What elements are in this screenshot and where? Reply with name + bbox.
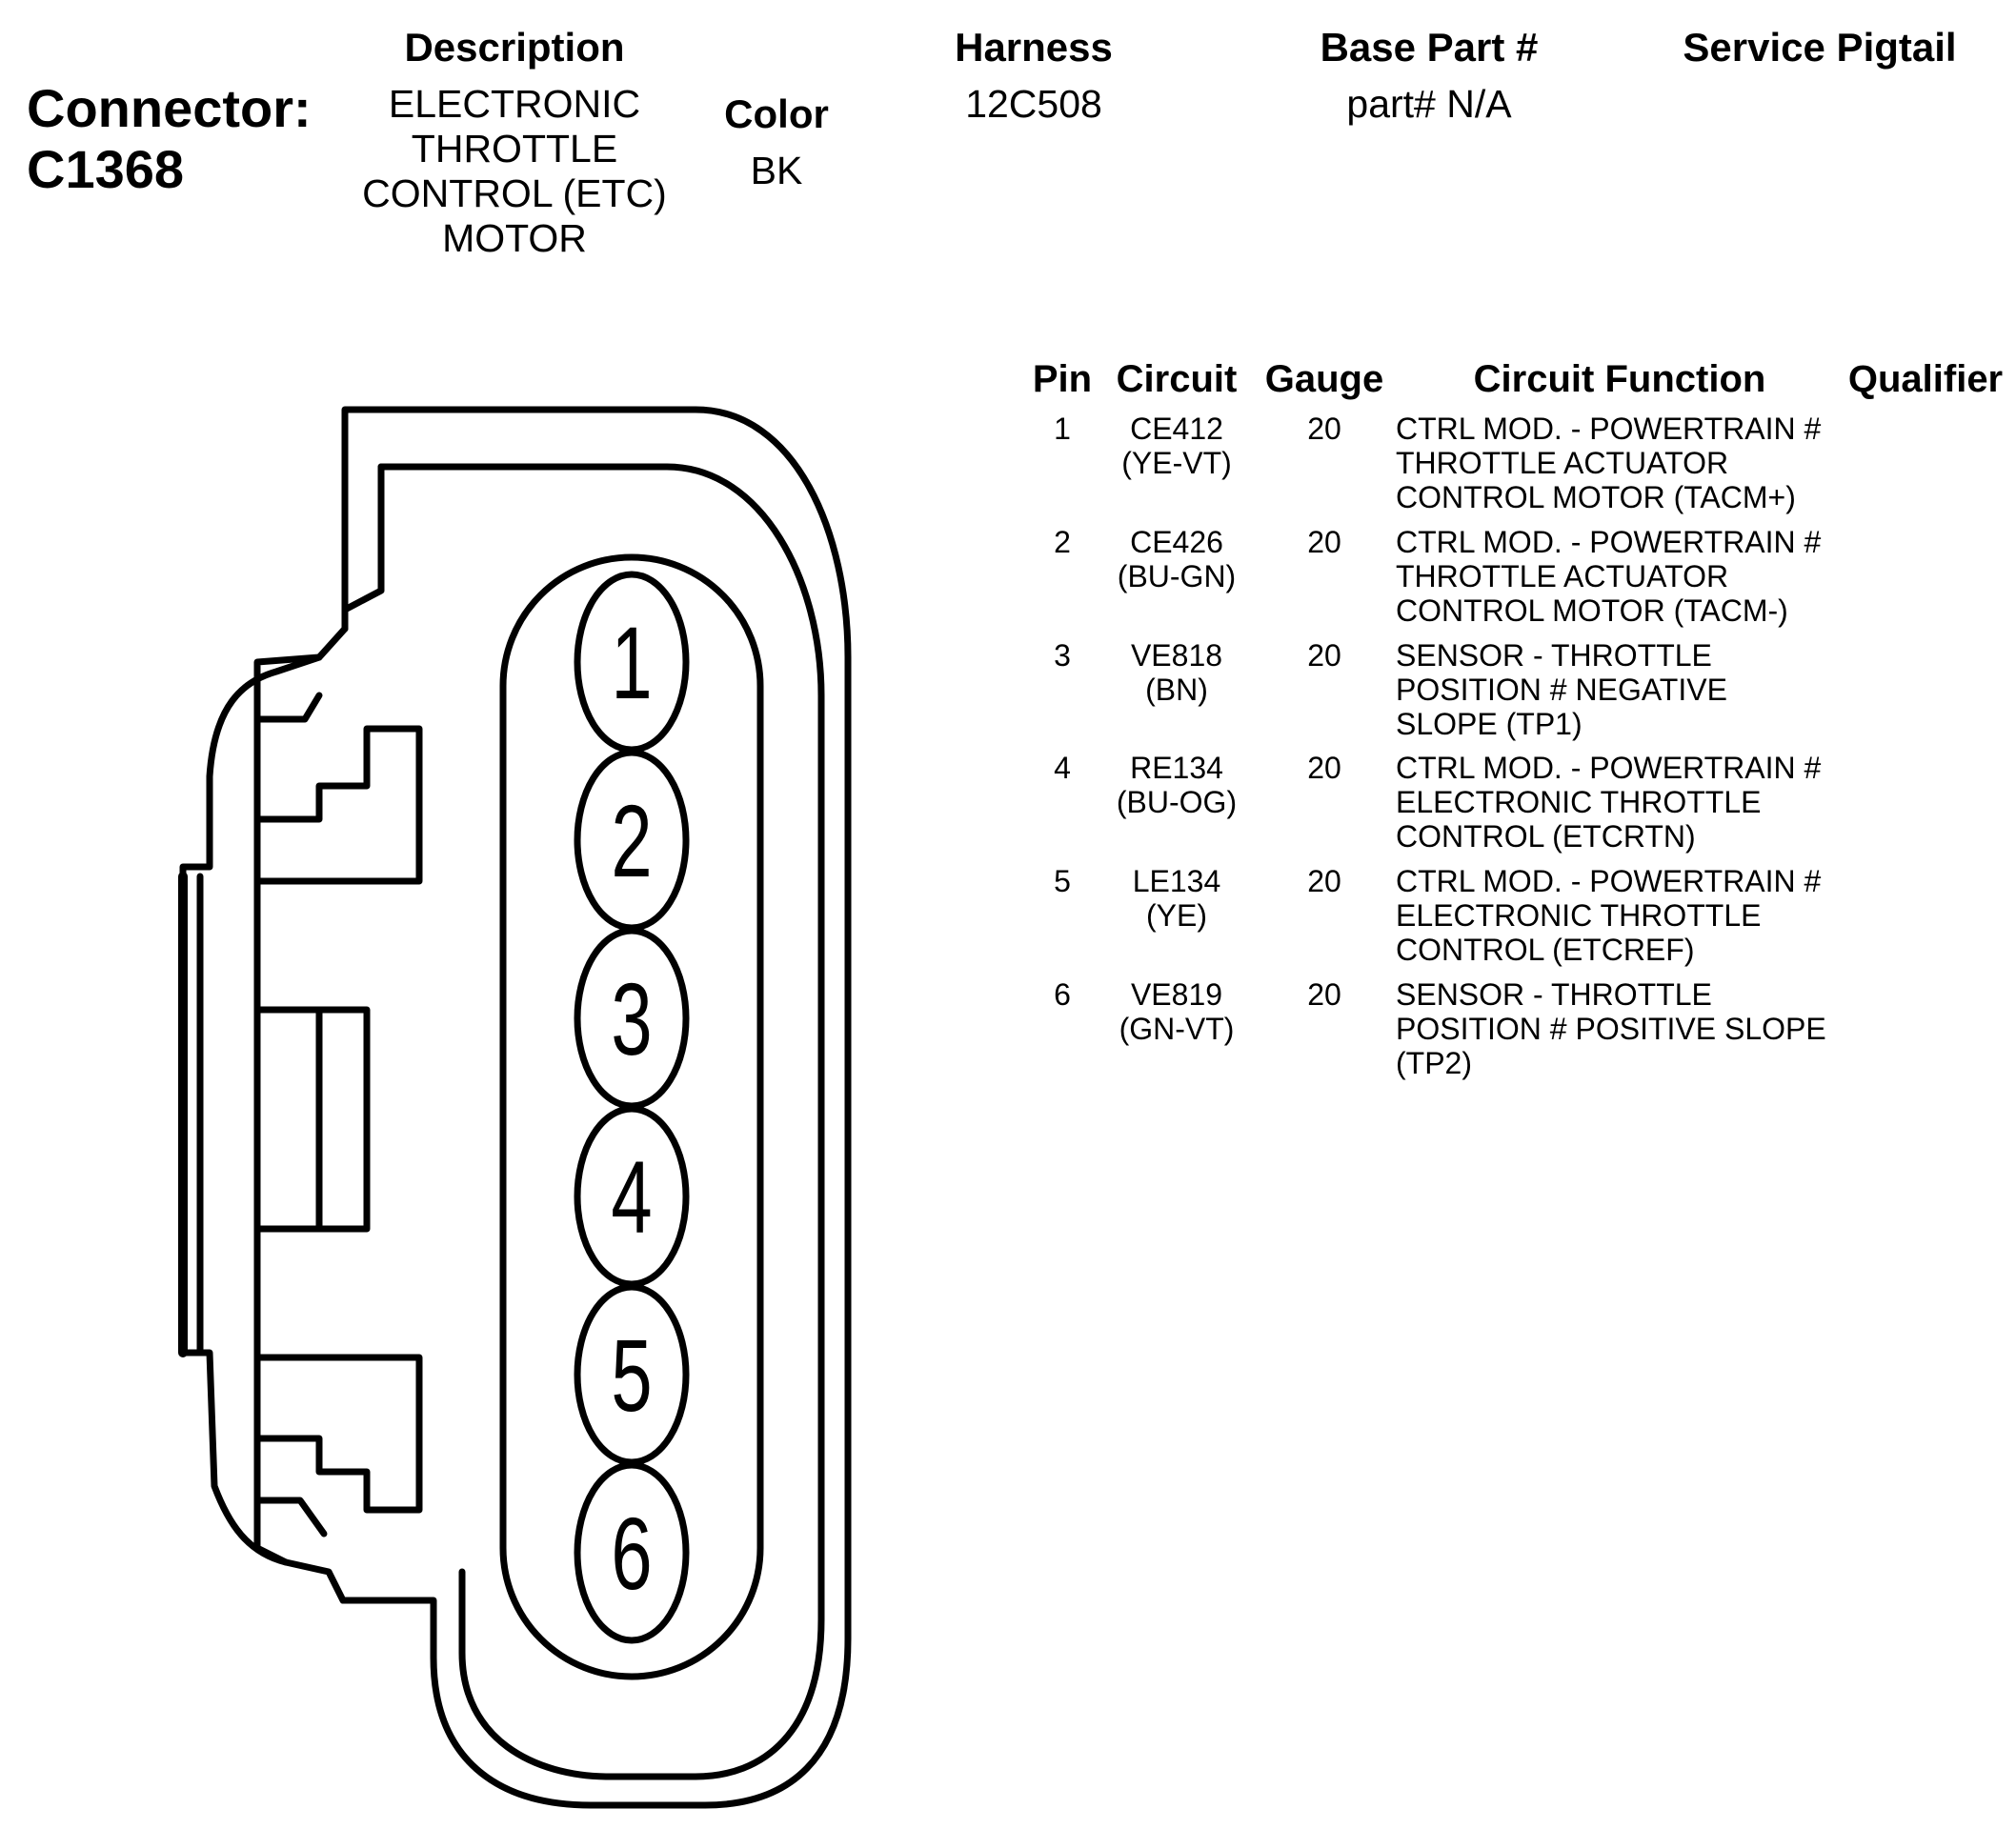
harness-value: 12C508 xyxy=(965,82,1102,126)
row-4-gauge: 20 xyxy=(1307,751,1341,785)
row-5-gauge: 20 xyxy=(1307,864,1341,898)
housing-outer-outline xyxy=(179,406,852,1809)
description-line: CONTROL (ETC) xyxy=(362,171,667,215)
row-1-circuit: CE412(YE-VT) xyxy=(1121,412,1232,480)
description-line: THROTTLE xyxy=(411,127,618,171)
pin-1-label: 1 xyxy=(611,605,652,720)
description-value: ELECTRONIC THROTTLE CONTROL (ETC) MOTOR xyxy=(333,82,696,261)
key-slot-upper xyxy=(253,725,423,885)
row-2-gauge: 20 xyxy=(1307,525,1341,559)
base-part-value: part# N/A xyxy=(1346,82,1512,126)
key-slot-lower xyxy=(253,1354,423,1514)
row-4-pin: 4 xyxy=(1054,751,1071,785)
pin-2-label: 2 xyxy=(611,783,652,898)
col-header-gauge: Gauge xyxy=(1264,358,1384,400)
row-1-gauge: 20 xyxy=(1307,412,1341,446)
row-5-pin: 5 xyxy=(1054,864,1071,898)
row-2-pin: 2 xyxy=(1054,525,1071,559)
lower-tab xyxy=(253,1497,328,1566)
housing-inner-outline xyxy=(377,463,825,1780)
row-4-circuit: RE134(BU-OG) xyxy=(1116,751,1238,819)
pin-3-label: 3 xyxy=(611,961,652,1076)
row-6-gauge: 20 xyxy=(1307,977,1341,1012)
row-6-circuit: VE819(GN-VT) xyxy=(1119,977,1235,1046)
col-header-circuit: Circuit xyxy=(1116,358,1238,400)
description-line: MOTOR xyxy=(442,216,587,260)
row-3-gauge: 20 xyxy=(1307,638,1341,673)
color-value: BK xyxy=(750,149,803,192)
pin-group: 1 2 3 4 5 6 xyxy=(574,571,690,1644)
description-line: ELECTRONIC xyxy=(388,82,641,126)
row-5-circuit: LE134(YE) xyxy=(1132,864,1221,933)
pin-cavity xyxy=(499,553,764,1680)
col-header-circuit-function: Circuit Function xyxy=(1473,358,1766,400)
color-header: Color xyxy=(724,91,829,136)
connector-label: Connector: xyxy=(27,78,312,138)
row-1-function: CTRL MOD. - POWERTRAIN #THROTTLE ACTUATO… xyxy=(1396,412,1822,514)
row-4-function: CTRL MOD. - POWERTRAIN #ELECTRONIC THROT… xyxy=(1396,751,1822,854)
row-1-pin: 1 xyxy=(1054,412,1071,446)
base-part-header: Base Part # xyxy=(1320,25,1539,70)
service-pigtail-header: Service Pigtail xyxy=(1683,25,1957,70)
description-header: Description xyxy=(404,25,625,70)
row-5-function: CTRL MOD. - POWERTRAIN #ELECTRONIC THROT… xyxy=(1396,864,1822,967)
row-6-pin: 6 xyxy=(1054,977,1071,1012)
pin-6-label: 6 xyxy=(611,1496,652,1611)
harness-header: Harness xyxy=(955,25,1113,70)
row-2-function: CTRL MOD. - POWERTRAIN #THROTTLE ACTUATO… xyxy=(1396,525,1822,628)
pin-4-label: 4 xyxy=(611,1139,652,1255)
col-header-pin: Pin xyxy=(1032,358,1093,400)
pin-5-label: 5 xyxy=(611,1317,652,1433)
latch-upper xyxy=(341,463,385,633)
col-header-qualifier: Qualifier xyxy=(1847,358,2004,400)
pin-6-cavity xyxy=(574,1461,690,1644)
row-2-circuit: CE426(BU-GN) xyxy=(1117,525,1237,593)
key-block xyxy=(253,1006,371,1233)
connector-id: C1368 xyxy=(27,139,185,199)
row-3-circuit: VE818(BN) xyxy=(1130,638,1223,707)
row-3-pin: 3 xyxy=(1054,638,1071,673)
